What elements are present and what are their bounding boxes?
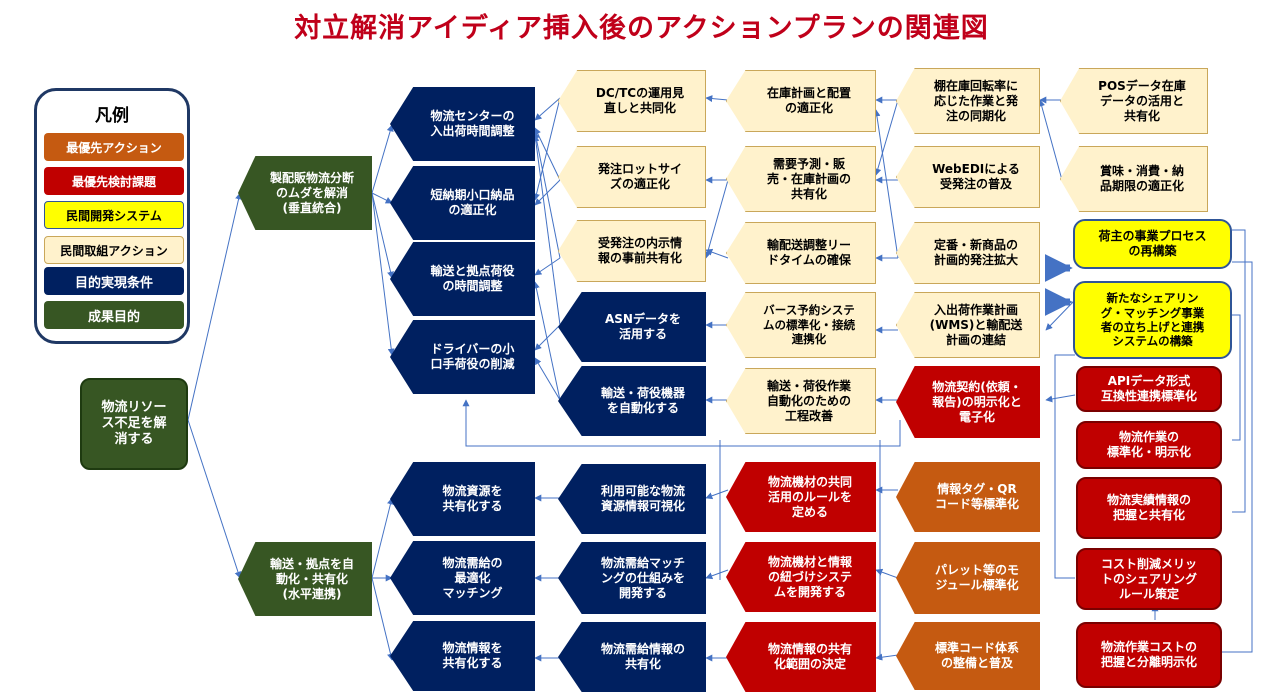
condition-share-resource: 物流資源を 共有化する (390, 462, 535, 536)
action-expiry: 賞味・消費・納 品期限の適正化 (1060, 146, 1208, 212)
action-berth-system: バース予約システ ムの標準化・接続 連携化 (726, 292, 876, 358)
priority-pallet: パレット等のモ ジュール標準化 (896, 542, 1040, 614)
issue-equipment-system: 物流機材と情報 の紐づけシステ ムを開発する (726, 542, 876, 612)
system-business-process: 荷主の事業プロセス の再構築 (1073, 219, 1232, 269)
condition-driver-handling: ドライバーの小 口手荷役の削減 (390, 320, 535, 394)
action-lead-time: 輸配送調整リー ドタイムの確保 (726, 222, 876, 284)
condition-short-delivery: 短納期小口納品 の適正化 (390, 166, 535, 240)
action-process-improve: 輸送・荷役作業 自動化のための 工程改善 (726, 368, 876, 434)
action-inventory-plan: 在庫計画と配置 の適正化 (726, 70, 876, 132)
page-title: 対立解消アイディア挿入後のアクションプランの関連図 (294, 13, 989, 44)
condition-matching: 物流需給の 最適化 マッチング (390, 541, 535, 615)
legend-title: 凡例 (95, 106, 129, 126)
priority-standard-code: 標準コード体系 の整備と普及 (896, 622, 1040, 690)
condition-transport-time: 輸送と拠点荷役 の時間調整 (390, 242, 535, 316)
action-dctc: DC/TCの運用見 直しと共同化 (558, 70, 706, 132)
issue-cost-clarify: 物流作業コストの 把握と分離明示化 (1076, 622, 1222, 688)
legend-item-private-system: 民間開発システム (44, 201, 184, 229)
condition-asn: ASNデータを 活用する (558, 292, 706, 362)
goal-horizontal-collaboration: 輸送・拠点を自 動化・共有化 (水平連携) (238, 542, 372, 616)
legend-item-goal: 成果目的 (44, 301, 184, 329)
action-pos-data: POSデータ在庫 データの活用と 共有化 (1060, 68, 1208, 134)
issue-work-standard: 物流作業の 標準化・明示化 (1076, 421, 1222, 469)
action-order-info: 受発注の内示情 報の事前共有化 (558, 220, 706, 282)
issue-info-scope: 物流情報の共有 化範囲の決定 (726, 622, 876, 692)
root-node: 物流リソー ス不足を解 消する (80, 378, 188, 470)
condition-center-time: 物流センターの 入出荷時間調整 (390, 87, 535, 161)
issue-contract-digital: 物流契約(依頼・ 報告)の明示化と 電子化 (896, 366, 1040, 438)
issue-api-standard: APIデータ形式 互換性連携標準化 (1076, 366, 1222, 412)
issue-cost-sharing: コスト削減メリッ トのシェアリング ルール策定 (1076, 548, 1222, 610)
action-webedi: WebEDIによる 受発注の普及 (896, 146, 1040, 208)
legend-item-priority-action: 最優先アクション (44, 133, 184, 161)
legend-item-priority-issue: 最優先検討課題 (44, 167, 184, 195)
condition-automate-equipment: 輸送・荷役機器 を自動化する (558, 366, 706, 436)
action-demand-forecast: 需要予測・販 売・在庫計画の 共有化 (726, 146, 876, 212)
priority-info-tag: 情報タグ・QR コード等標準化 (896, 462, 1040, 532)
action-wms: 入出荷作業計画 (WMS)と輸配送 計画の連結 (896, 292, 1040, 358)
condition-share-info: 物流情報を 共有化する (390, 621, 535, 691)
condition-visualize-resource: 利用可能な物流 資源情報可視化 (558, 464, 706, 534)
condition-develop-matching: 物流需給マッチ ングの仕組みを 開発する (558, 542, 706, 614)
system-sharing-platform: 新たなシェアリン グ・マッチング事業 者の立ち上げと連携 システムの構築 (1073, 281, 1232, 359)
legend-item-condition: 目的実現条件 (44, 267, 184, 295)
legend-panel: 凡例 最優先アクション 最優先検討課題 民間開発システム 民間取組アクション 目… (34, 88, 190, 344)
issue-results-info: 物流実績情報の 把握と共有化 (1076, 477, 1222, 539)
action-new-product: 定番・新商品の 計画的発注拡大 (896, 222, 1040, 284)
legend-item-private-action: 民間取組アクション (44, 236, 184, 264)
action-turnover-sync: 棚在庫回転率に 応じた作業と発 注の同期化 (896, 68, 1040, 134)
action-lot-size: 発注ロットサイ ズの適正化 (558, 146, 706, 208)
condition-share-supply-info: 物流需給情報の 共有化 (558, 622, 706, 692)
issue-equipment-rule: 物流機材の共同 活用のルールを 定める (726, 462, 876, 532)
goal-vertical-integration: 製配販物流分断 のムダを解消 (垂直統合) (238, 156, 372, 230)
